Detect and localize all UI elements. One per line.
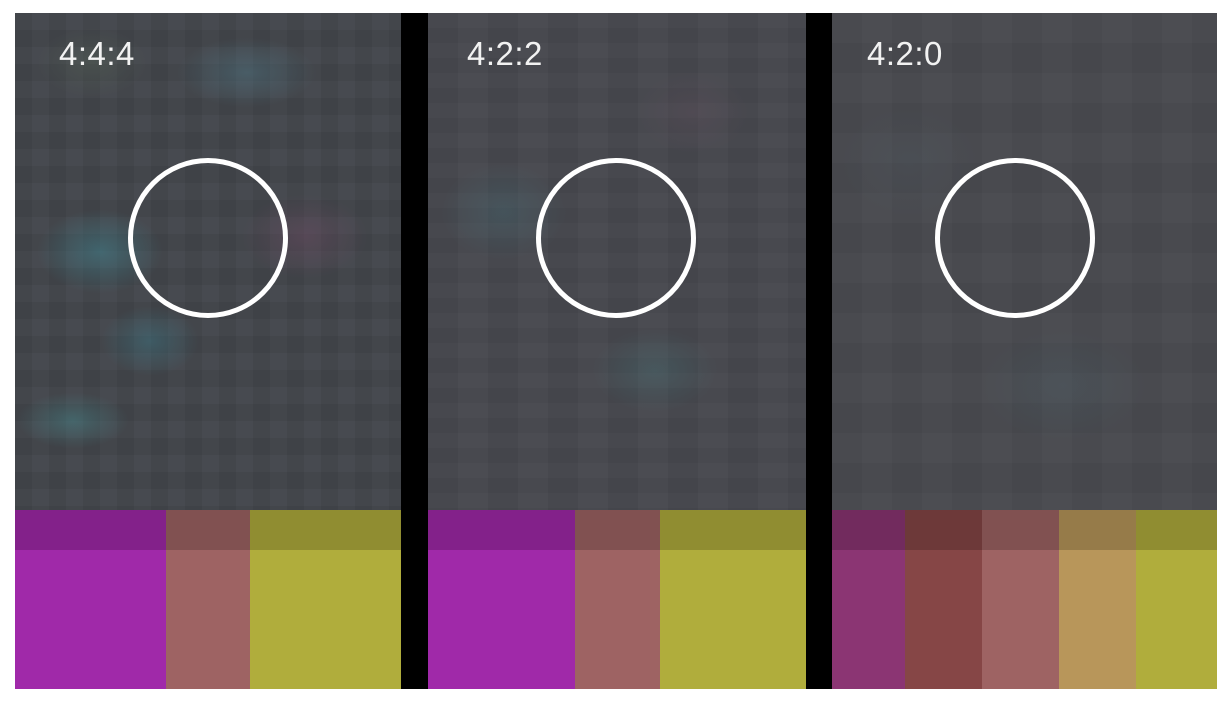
panel-label-444: 4:4:4: [59, 35, 135, 72]
color-bar: [166, 510, 251, 689]
color-bars-444: [15, 510, 401, 689]
color-bar: [1136, 510, 1217, 689]
panel-422: 4:2:2: [428, 13, 806, 689]
color-bar: [15, 510, 167, 689]
highlight-circle-422: [536, 158, 696, 318]
color-bars-420: [832, 510, 1217, 689]
comparison-frame: 4:4:4 4:2:2 4:2:0: [15, 13, 1217, 689]
color-bar: [905, 510, 983, 689]
panel-444: 4:4:4: [15, 13, 401, 689]
color-bar: [982, 510, 1060, 689]
color-bar: [660, 510, 806, 689]
color-bar: [250, 510, 401, 689]
color-bars-422: [428, 510, 806, 689]
color-bar: [1059, 510, 1137, 689]
color-bar: [832, 510, 906, 689]
highlight-circle-444: [128, 158, 288, 318]
color-bar: [428, 510, 576, 689]
panel-label-422: 4:2:2: [467, 35, 543, 72]
pixel-photo-422: [428, 13, 806, 510]
panel-label-420: 4:2:0: [867, 35, 943, 72]
panel-420: 4:2:0: [832, 13, 1217, 689]
highlight-circle-420: [935, 158, 1095, 318]
color-bar: [575, 510, 661, 689]
